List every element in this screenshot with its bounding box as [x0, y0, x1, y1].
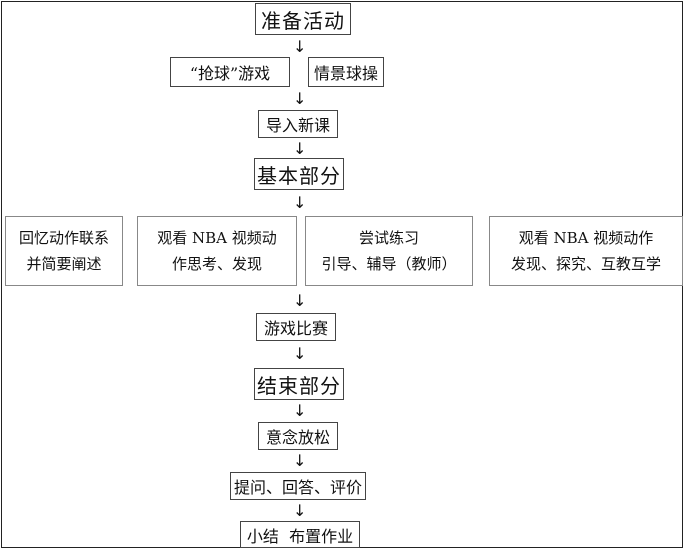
relax-box: 意念放松: [258, 422, 338, 450]
end-box: 结束部分: [254, 368, 344, 400]
discover-line2: 发现、探究、互教互学: [510, 255, 661, 273]
watch-line2: 作思考、发现: [171, 255, 262, 273]
relax-label: 意念放松: [265, 428, 330, 447]
discover-box: 观看 NBA 视频动作 发现、探究、互教互学: [489, 216, 683, 286]
summary-box: 小结 布置作业: [240, 521, 360, 548]
arrow-6: ↓: [293, 344, 307, 363]
arrow-2: ↓: [293, 89, 307, 108]
recall-line1: 回忆动作联系: [18, 229, 109, 247]
try-line1: 尝试练习: [358, 229, 419, 247]
arrow-4: ↓: [293, 193, 307, 212]
end-label: 结束部分: [257, 373, 341, 398]
arrow-8: ↓: [293, 451, 307, 470]
try-box: 尝试练习 引导、辅导（教师）: [305, 216, 473, 286]
competition-label: 游戏比赛: [263, 319, 328, 338]
grab-game-box: “抢球”游戏: [170, 57, 290, 87]
qa-label: 提问、回答、评价: [233, 478, 362, 497]
watch-box: 观看 NBA 视频动 作思考、发现: [137, 216, 297, 286]
basic-label: 基本部分: [257, 163, 341, 188]
recall-box: 回忆动作联系 并简要阐述: [5, 216, 123, 286]
prepare-label: 准备活动: [261, 8, 345, 33]
scene-exercise-label: 情景球操: [313, 64, 378, 83]
arrow-9: ↓: [293, 501, 307, 520]
competition-box: 游戏比赛: [256, 313, 336, 341]
qa-box: 提问、回答、评价: [230, 472, 366, 500]
arrow-5: ↓: [293, 291, 307, 310]
prepare-box: 准备活动: [255, 3, 351, 35]
summary-label: 小结 布置作业: [246, 526, 354, 546]
arrow-3: ↓: [293, 139, 307, 158]
scene-exercise-box: 情景球操: [308, 57, 384, 87]
discover-line1: 观看 NBA 视频动作: [518, 229, 654, 247]
arrow-1: ↓: [293, 37, 307, 56]
watch-line1: 观看 NBA 视频动: [157, 229, 277, 247]
grab-game-label: “抢球”游戏: [189, 64, 271, 83]
basic-box: 基本部分: [254, 158, 344, 190]
arrow-7: ↓: [293, 401, 307, 420]
intro-label: 导入新课: [265, 116, 330, 135]
intro-box: 导入新课: [258, 110, 338, 138]
try-line2: 引导、辅导（教师）: [321, 255, 457, 273]
recall-line2: 并简要阐述: [26, 255, 102, 273]
